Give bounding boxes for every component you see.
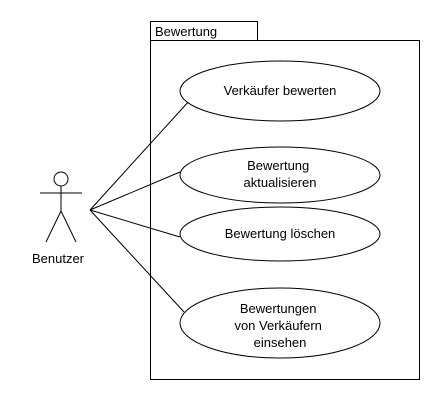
use-case-label-line: aktualisieren [244, 175, 317, 190]
use-case-bewertungen-einsehen: Bewertungen von Verkäufern einsehen [179, 287, 381, 359]
use-case-label-line: Bewertungen [240, 301, 317, 316]
use-case-label-line: Bewertung löschen [225, 226, 336, 241]
actor-label: Benutzer [32, 251, 85, 266]
use-case-label: Bewertung löschen [225, 226, 336, 241]
use-case-label-line: Bewertung [247, 158, 309, 173]
association-line-4 [89, 209, 185, 313]
actor: Benutzer [32, 171, 85, 266]
use-case-ellipse [179, 206, 381, 262]
use-case-label: Verkäufer bewerten [224, 83, 337, 98]
association-line-3 [89, 209, 181, 238]
use-case-label-line: von Verkäufern [234, 318, 321, 333]
actor-head [53, 171, 69, 187]
association-line-2 [89, 171, 181, 211]
use-case-ellipse [179, 60, 381, 122]
use-case-label: Bewertungen von Verkäufern einsehen [234, 301, 325, 350]
association-line-1 [89, 99, 191, 211]
system-title: Bewertung [155, 24, 217, 39]
use-case-bewertung-aktualisieren: Bewertung aktualisieren [179, 146, 381, 204]
actor-right-leg [60, 210, 77, 243]
use-case-ellipse [179, 287, 381, 359]
use-case-label-line: Verkäufer bewerten [224, 83, 337, 98]
actor-left-leg [45, 210, 62, 243]
use-case-label: Bewertung aktualisieren [244, 158, 317, 190]
associations [89, 99, 191, 313]
use-case-label-line: einsehen [254, 335, 307, 350]
use-case-bewertung-loeschen: Bewertung löschen [179, 206, 381, 262]
use-case-verkaeufer-bewerten: Verkäufer bewerten [179, 60, 381, 122]
use-case-ellipse [179, 146, 381, 204]
